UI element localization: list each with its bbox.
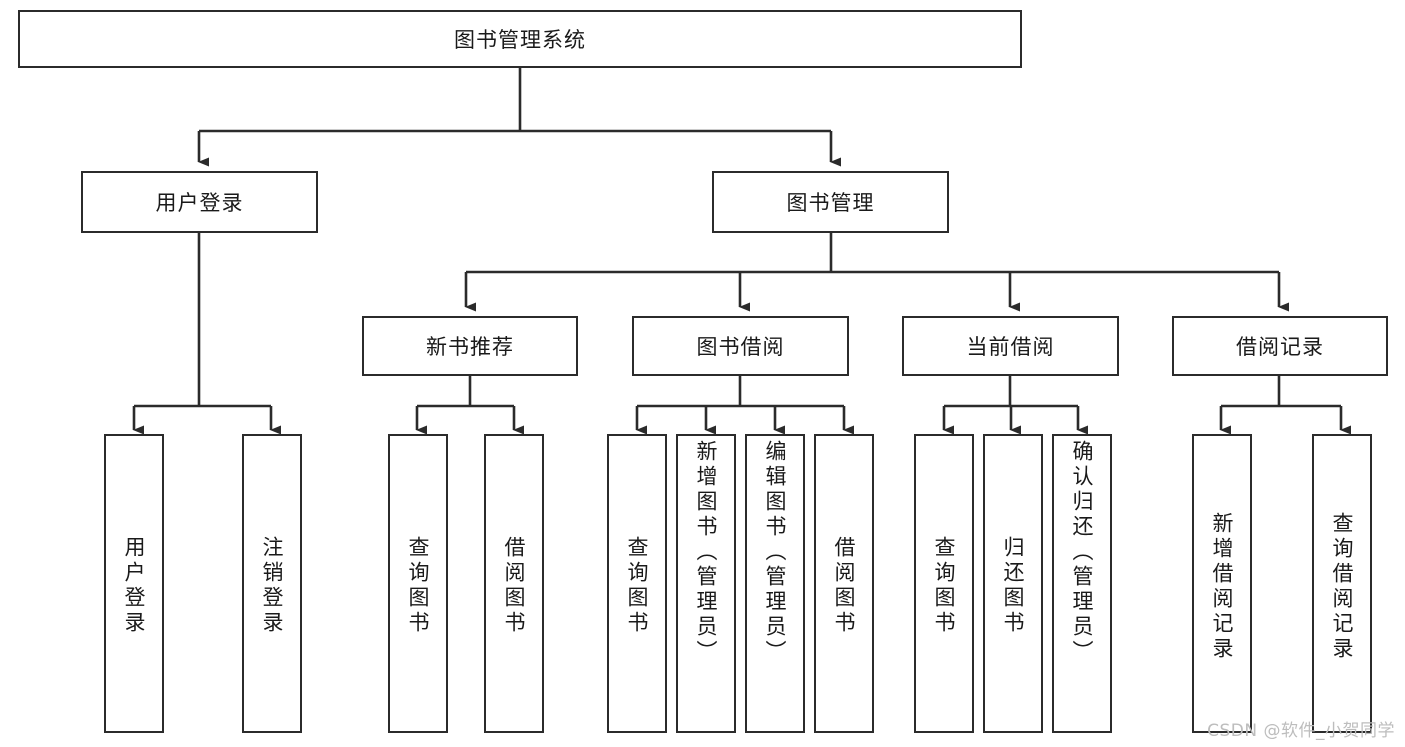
node-new-book-recommend[interactable]: 新书推荐: [362, 316, 578, 376]
leaf-label: 新增借阅记录: [1210, 512, 1235, 662]
leaf-label: 归还图书: [1001, 536, 1026, 636]
node-root-label: 图书管理系统: [454, 28, 586, 52]
leaf-label: 确认归还（管理员）: [1070, 440, 1095, 665]
leaf-borrow-query-book[interactable]: 查询图书: [607, 434, 667, 733]
leaf-record-add[interactable]: 新增借阅记录: [1192, 434, 1252, 733]
leaf-borrow-borrow-book[interactable]: 借阅图书: [814, 434, 874, 733]
leaf-new-book-query[interactable]: 查询图书: [388, 434, 448, 733]
node-root[interactable]: 图书管理系统: [18, 10, 1022, 68]
node-user-login[interactable]: 用户登录: [81, 171, 318, 233]
leaf-label: 查询图书: [932, 536, 957, 636]
leaf-current-confirm-return[interactable]: 确认归还（管理员）: [1052, 434, 1112, 733]
node-book-borrow[interactable]: 图书借阅: [632, 316, 849, 376]
leaf-current-query-book[interactable]: 查询图书: [914, 434, 974, 733]
leaf-user-login-login[interactable]: 用户登录: [104, 434, 164, 733]
node-book-management[interactable]: 图书管理: [712, 171, 949, 233]
node-user-login-label: 用户登录: [155, 191, 244, 215]
leaf-new-book-borrow[interactable]: 借阅图书: [484, 434, 544, 733]
leaf-label: 借阅图书: [832, 536, 857, 636]
node-borrow-record[interactable]: 借阅记录: [1172, 316, 1388, 376]
leaf-borrow-edit-book[interactable]: 编辑图书（管理员）: [745, 434, 805, 733]
node-borrow-record-label: 借阅记录: [1236, 335, 1324, 359]
leaf-label: 查询图书: [625, 536, 650, 636]
node-new-book-recommend-label: 新书推荐: [426, 335, 514, 359]
leaf-current-return-book[interactable]: 归还图书: [983, 434, 1043, 733]
csdn-watermark: CSDN @软件_小贺同学: [1207, 721, 1395, 741]
leaf-label: 查询借阅记录: [1330, 512, 1355, 662]
node-book-management-label: 图书管理: [786, 191, 875, 215]
leaf-label: 查询图书: [406, 536, 431, 636]
leaf-label: 编辑图书（管理员）: [763, 440, 788, 665]
node-book-borrow-label: 图书借阅: [696, 335, 785, 359]
leaf-user-login-logout[interactable]: 注销登录: [242, 434, 302, 733]
leaf-label: 新增图书（管理员）: [694, 440, 719, 665]
node-current-borrow[interactable]: 当前借阅: [902, 316, 1119, 376]
leaf-label: 用户登录: [122, 536, 147, 636]
leaf-borrow-add-book[interactable]: 新增图书（管理员）: [676, 434, 736, 733]
leaf-record-query[interactable]: 查询借阅记录: [1312, 434, 1372, 733]
node-current-borrow-label: 当前借阅: [966, 335, 1055, 359]
leaf-label: 借阅图书: [502, 536, 527, 636]
leaf-label: 注销登录: [260, 536, 285, 636]
